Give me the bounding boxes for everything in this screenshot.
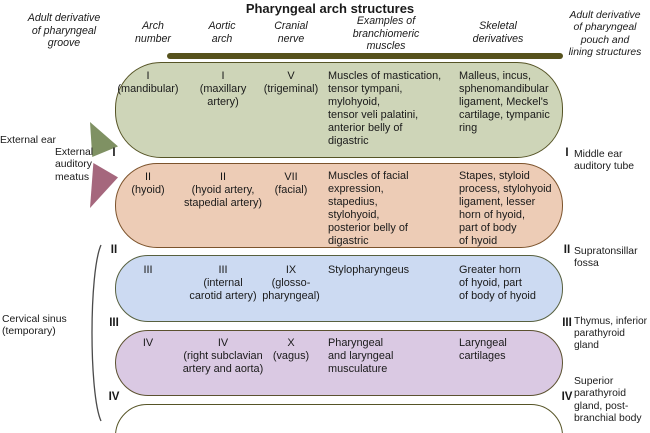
label-middle-ear-auditory-tube: Middle ear auditory tube <box>574 149 635 173</box>
groove-numeral-2: II <box>110 244 118 256</box>
arch-1-number: I (mandibular) <box>117 70 179 95</box>
label-cervical-sinus: Cervical sinus (temporary) <box>2 314 67 338</box>
cervical-sinus-bracket <box>91 244 102 422</box>
arch-2-cranial-nerve: VII (facial) <box>274 171 308 196</box>
label-supratonsillar-fossa: Supratonsillar fossa <box>574 246 638 270</box>
groove-numeral-1: I <box>112 147 116 159</box>
arch-2-muscles: Muscles of facial expression, stapedius,… <box>328 170 409 247</box>
pouch-numeral-2: II <box>563 244 571 256</box>
pouch-numeral-4: IV <box>561 391 573 403</box>
arch-4-band <box>115 330 563 396</box>
label-superior-parathyroid: Superior parathyroid gland, post- branch… <box>574 376 642 424</box>
pouch-numeral-3: III <box>562 317 572 329</box>
arch-3-aortic-arch: III (internal carotid artery) <box>189 264 257 302</box>
label-external-auditory-meatus: External auditory meatus <box>55 147 94 183</box>
arch-1-muscles: Muscles of mastication, tensor tympani, … <box>328 70 442 147</box>
arch-5-band-partial <box>115 404 563 433</box>
label-external-ear: External ear <box>0 135 57 146</box>
label-thymus-inferior-parathyroid: Thymus, inferior parathyroid gland <box>574 316 648 352</box>
arch-2-skeletal: Stapes, styloid process, stylohyoid liga… <box>459 170 552 247</box>
arch-4-aortic-arch: IV (right subclavian artery and aorta) <box>182 337 264 375</box>
header-skeletal-derivatives: Skeletal derivatives <box>472 20 524 45</box>
arch-3-skeletal: Greater horn of hyoid, part of body of h… <box>459 264 536 302</box>
header-branchiomeric-muscles: Examples of branchiomeric muscles <box>352 15 420 52</box>
arch-1-band <box>115 62 563 158</box>
header-groove-derivative: Adult derivative of pharyngeal groove <box>27 12 101 49</box>
arch-3-cranial-nerve: IX (glosso- pharyngeal) <box>262 264 320 302</box>
header-arch-number: Arch number <box>135 20 171 45</box>
header-cranial-nerve: Cranial nerve <box>274 20 308 45</box>
header-pouch-derivative: Adult derivative of pharyngeal pouch and… <box>568 10 642 58</box>
arch-1-skeletal: Malleus, incus, sphenomandibular ligamen… <box>459 70 550 134</box>
arch-4-number: IV <box>142 337 154 349</box>
arch-4-skeletal: Laryngeal cartilages <box>459 337 507 362</box>
header-aortic-arch: Aortic arch <box>208 20 236 45</box>
arch-3-number: III <box>143 264 153 276</box>
arch-2-aortic-arch: II (hyoid artery, stapedial artery) <box>183 171 263 209</box>
arch-1-aortic-arch: I (maxillary artery) <box>199 70 247 108</box>
page-title: Pharyngeal arch structures <box>245 1 415 16</box>
arch-3-band <box>115 255 563 322</box>
arch-3-muscles: Stylopharyngeus <box>328 264 410 276</box>
arch-4-cranial-nerve: X (vagus) <box>272 337 310 362</box>
arch-4-muscles: Pharyngeal and laryngeal musculature <box>328 337 394 375</box>
pharynx-top-bar <box>167 53 563 59</box>
arch-2-band <box>115 163 563 248</box>
pouch-numeral-1: I <box>565 147 569 159</box>
arch-1-cranial-nerve: V (trigeminal) <box>263 70 319 95</box>
arch-2-number: II (hyoid) <box>131 171 165 196</box>
groove-numeral-3: III <box>109 317 119 329</box>
groove-numeral-4: IV <box>108 391 120 403</box>
